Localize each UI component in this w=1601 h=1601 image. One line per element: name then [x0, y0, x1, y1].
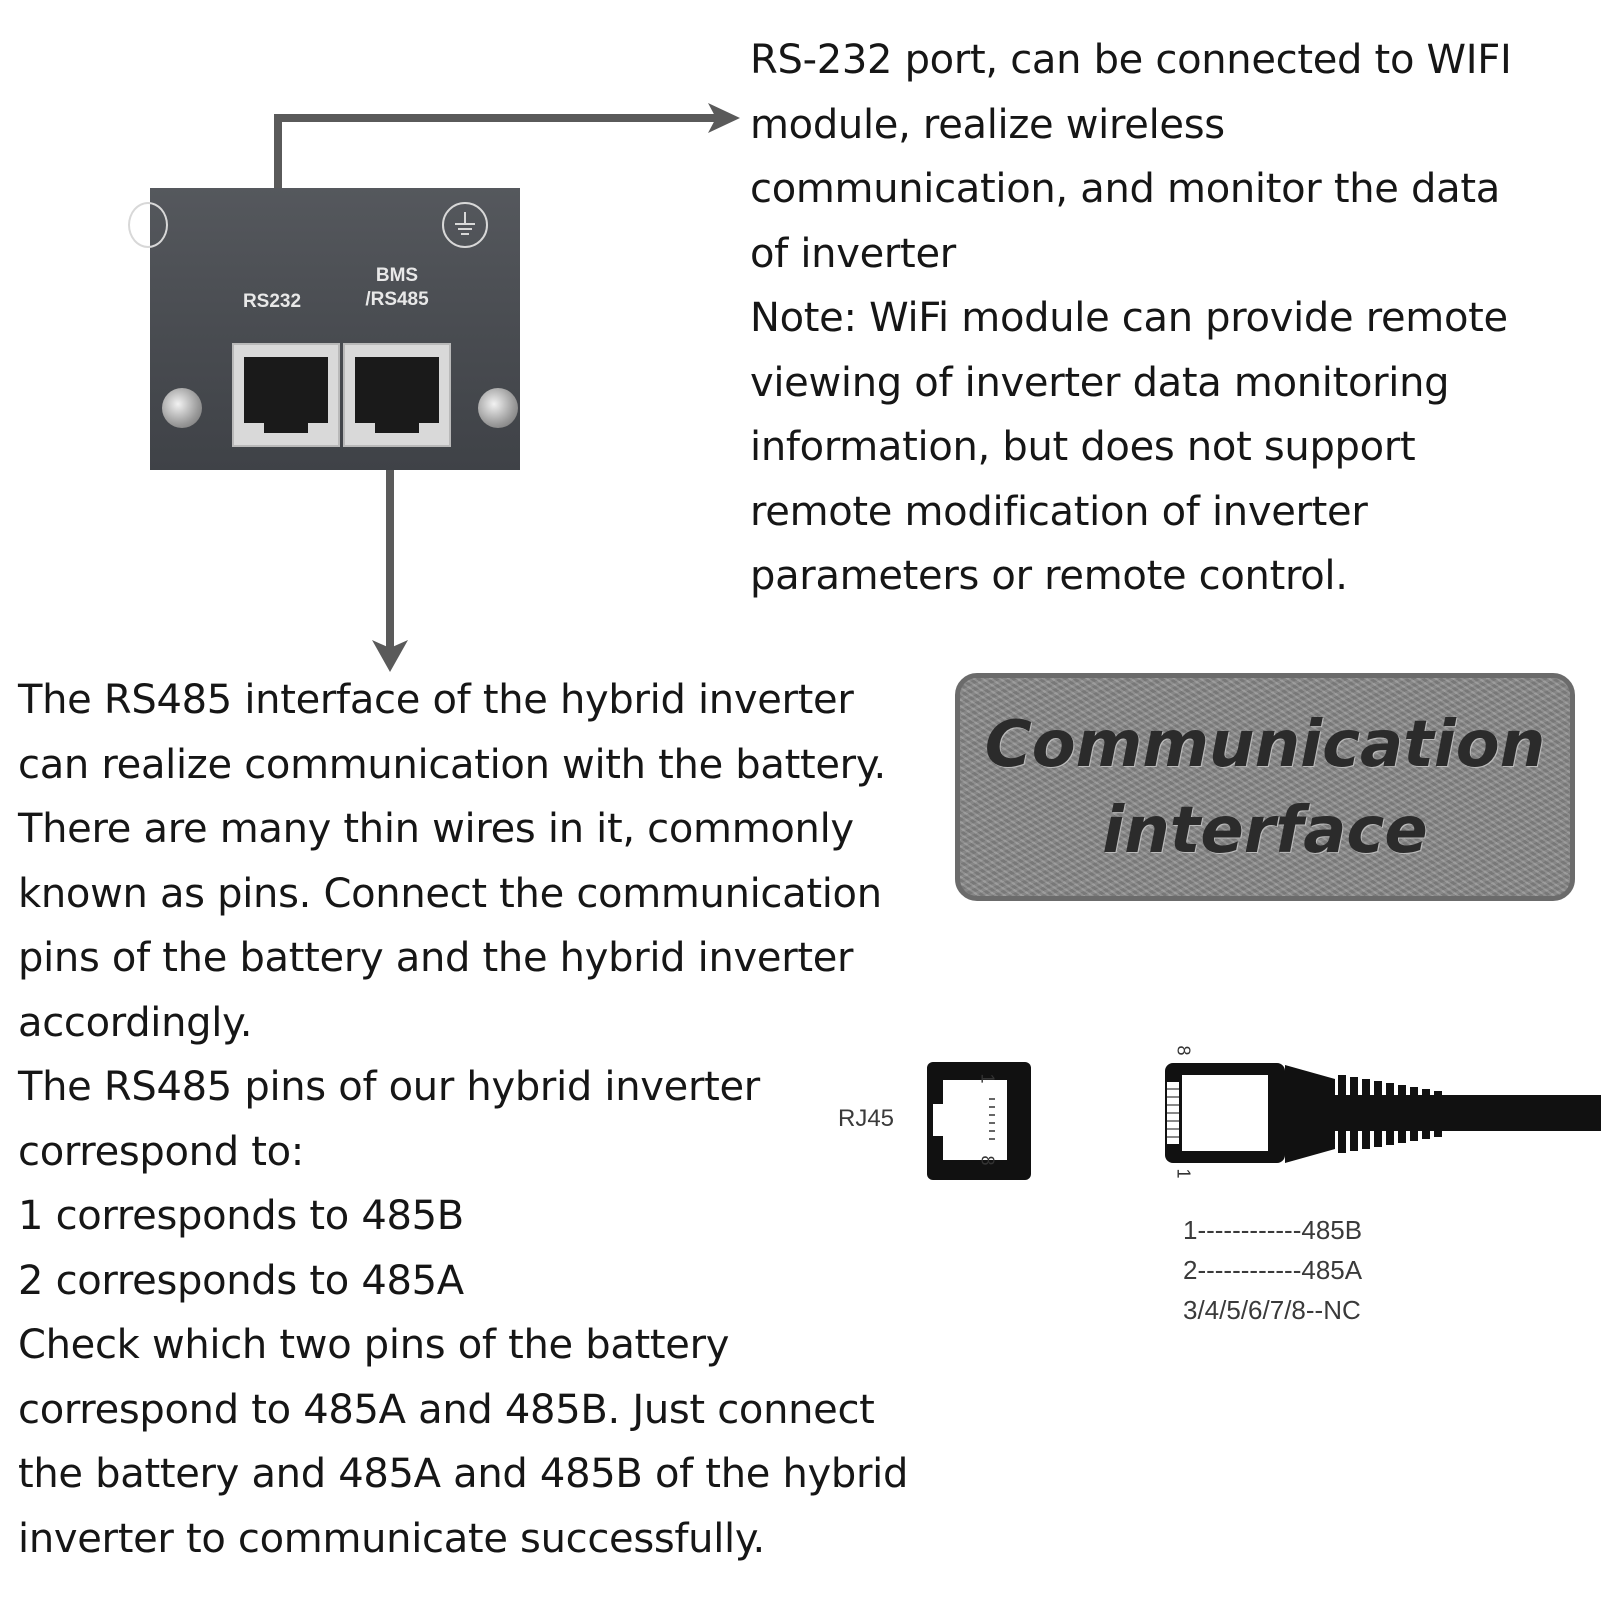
- description-line: remote modification of inverter: [750, 488, 1368, 535]
- pin-legend-row: 3/4/5/6/7/8--NC: [1183, 1295, 1361, 1325]
- rs485-jack: [343, 343, 451, 447]
- rs485-description: The RS485 interface of the hybrid invert…: [18, 668, 908, 1571]
- ground-symbol-icon: [442, 202, 488, 248]
- rs232-callout-arrow: [274, 114, 718, 188]
- description-line: There are many thin wires in it, commonl…: [18, 806, 854, 852]
- description-line: 1 corresponds to 485B: [18, 1193, 464, 1239]
- description-line: correspond to 485A and 485B. Just connec…: [18, 1386, 875, 1433]
- description-line: known as pins. Connect the communication: [18, 870, 882, 917]
- pin-legend-row: 1------------485B: [1183, 1215, 1363, 1245]
- description-line: of inverter: [750, 230, 956, 277]
- rs232-description: RS-232 port, can be connected to WIFI mo…: [750, 28, 1512, 609]
- screw-icon: [162, 388, 202, 428]
- plug-pin-last: 8: [1173, 1045, 1194, 1056]
- description-line: 2 corresponds to 485A: [18, 1257, 464, 1304]
- description-line: module, realize wireless: [750, 101, 1225, 148]
- description-line: correspond to:: [18, 1128, 304, 1175]
- description-line: pins of the battery and the hybrid inver…: [18, 935, 854, 981]
- description-line: inverter to communicate successfully.: [18, 1515, 765, 1562]
- pin-legend-row: 2------------485A: [1183, 1255, 1363, 1285]
- rs485-label: /RS485: [365, 289, 429, 310]
- bms-label: BMS: [375, 265, 419, 286]
- rs485-arrow-head: [372, 640, 408, 672]
- rs232-jack: [232, 343, 340, 447]
- description-line: the battery and 485A and 485B of the hyb…: [18, 1451, 909, 1497]
- description-line: Note: WiFi module can provide remote: [750, 295, 1508, 341]
- rs232-label: RS232: [242, 291, 302, 312]
- inverter-port-panel: RS232 BMS /RS485: [128, 188, 520, 470]
- rj45-pin-first: 1: [977, 1073, 998, 1084]
- description-line: information, but does not support: [750, 424, 1416, 470]
- description-line: accordingly.: [18, 999, 253, 1046]
- rj45-pin-last: 8: [977, 1155, 998, 1166]
- pin-legend: 1------------485B 2------------485A 3/4/…: [1183, 1210, 1362, 1330]
- ground-symbol-icon: [128, 202, 168, 248]
- rj45-plug-cable-diagram: [1165, 1063, 1601, 1163]
- rj45-socket-diagram: [927, 1062, 1031, 1180]
- rs232-arrow-head: [708, 103, 740, 133]
- badge-title-line1: Communication: [984, 708, 1546, 782]
- description-line: Check which two pins of the battery: [18, 1322, 730, 1368]
- rj45-label: RJ45: [838, 1105, 895, 1132]
- communication-interface-badge: Communication interface: [955, 673, 1575, 901]
- screw-icon: [478, 388, 518, 428]
- description-line: The RS485 pins of our hybrid inverter: [18, 1064, 760, 1110]
- description-line: parameters or remote control.: [750, 553, 1348, 599]
- description-line: viewing of inverter data monitoring: [750, 359, 1450, 406]
- badge-title-line2: interface: [1102, 794, 1428, 868]
- description-line: The RS485 interface of the hybrid invert…: [18, 677, 854, 723]
- plug-pin-first: 1: [1173, 1168, 1194, 1179]
- description-line: can realize communication with the batte…: [18, 741, 886, 788]
- description-line: RS-232 port, can be connected to WIFI: [750, 37, 1512, 83]
- description-line: communication, and monitor the data: [750, 166, 1500, 212]
